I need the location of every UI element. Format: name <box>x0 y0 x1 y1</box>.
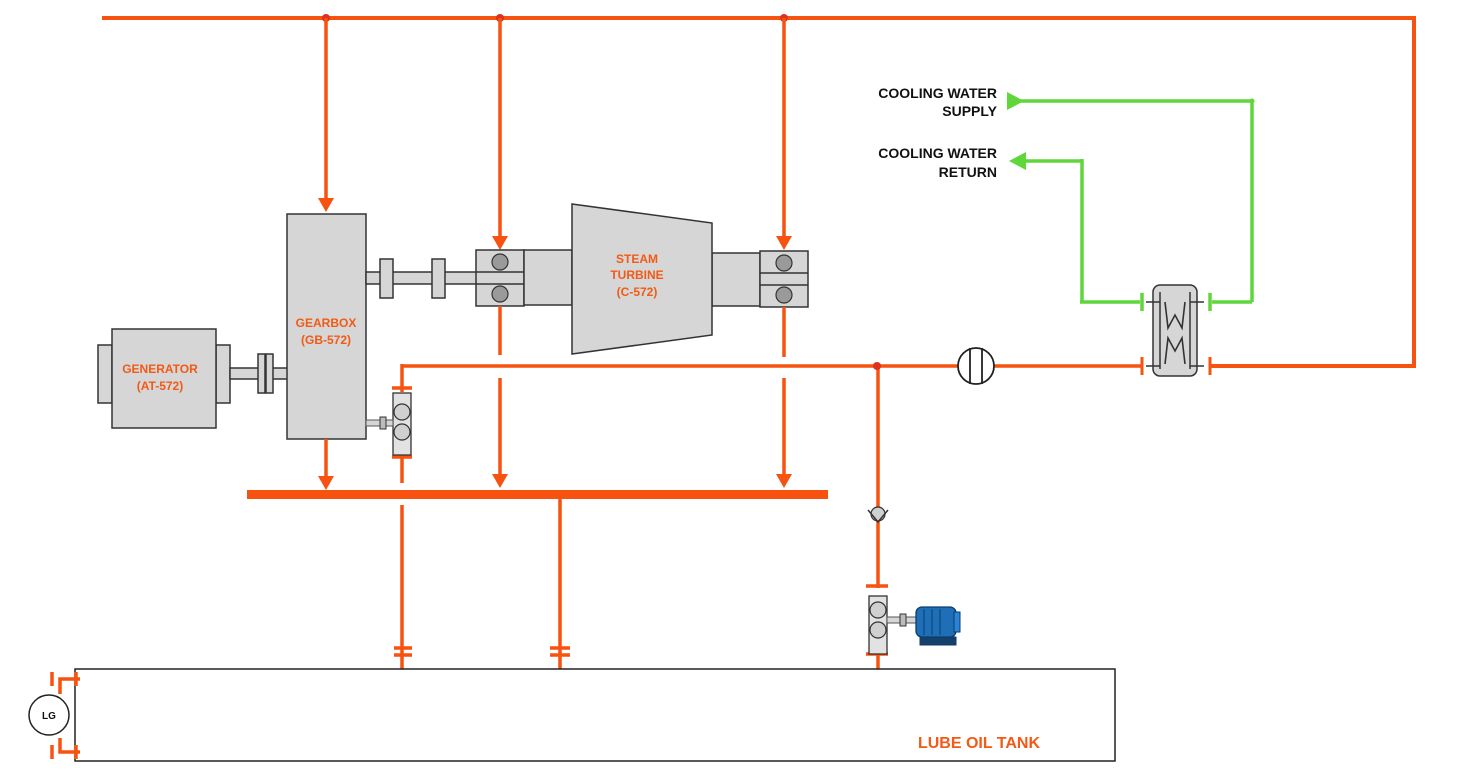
lube-oil-tank[interactable]: LUBE OIL TANK <box>74 668 1116 762</box>
level-gauge-connections <box>50 672 80 759</box>
generator[interactable]: GENERATOR (AT-572) <box>97 328 231 429</box>
generator-coupling <box>229 353 289 394</box>
level-gauge-tag: LG <box>42 711 56 722</box>
cw-return-line1: COOLING WATER <box>878 145 997 161</box>
cw-supply-arrow-icon <box>1007 92 1024 110</box>
pump-icon[interactable] <box>365 392 412 456</box>
steam-turbine[interactable]: STEAM TURBINE (C-572) <box>571 203 713 355</box>
turbine-name-1: STEAM <box>616 252 658 266</box>
oil-supply-line <box>392 364 1142 718</box>
tank-label: LUBE OIL TANK <box>918 735 1041 752</box>
bearing-icon <box>475 249 525 307</box>
electric-motor-icon[interactable] <box>915 606 961 646</box>
turbine-tag: (C-572) <box>617 285 658 299</box>
heat-exchanger-icon[interactable] <box>1146 284 1204 377</box>
cw-return-arrow-icon <box>1009 152 1026 170</box>
cw-supply-label: COOLING WATER SUPPLY <box>878 85 997 119</box>
oil-header-line <box>102 16 1416 368</box>
turbine-shaft <box>523 249 761 307</box>
cw-junction-dot <box>1249 98 1255 104</box>
cw-supply-line2: SUPPLY <box>942 103 997 119</box>
supply-junction-dot <box>873 362 881 370</box>
filter-icon[interactable] <box>957 347 995 385</box>
return-header <box>247 490 828 499</box>
gearbox-tag: (GB-572) <box>301 333 351 347</box>
check-valve-icon <box>867 506 889 524</box>
cw-return-line2: RETURN <box>939 164 997 180</box>
drain-lines <box>318 306 792 490</box>
cw-return-label: COOLING WATER RETURN <box>878 145 997 180</box>
gearbox-name: GEARBOX <box>296 316 357 330</box>
cw-supply-line1: COOLING WATER <box>878 85 997 101</box>
level-gauge-icon[interactable]: LG <box>28 694 70 736</box>
supply-drops <box>318 18 792 250</box>
bearing-icon <box>759 250 809 308</box>
generator-name: GENERATOR <box>122 362 198 376</box>
gearbox[interactable]: GEARBOX (GB-572) <box>286 213 367 440</box>
exchanger-oil-flanges <box>1140 357 1212 375</box>
generator-tag: (AT-572) <box>137 379 183 393</box>
cooling-water-lines <box>1020 99 1254 311</box>
turbine-name-2: TURBINE <box>610 268 663 282</box>
pump-icon[interactable] <box>868 595 918 655</box>
